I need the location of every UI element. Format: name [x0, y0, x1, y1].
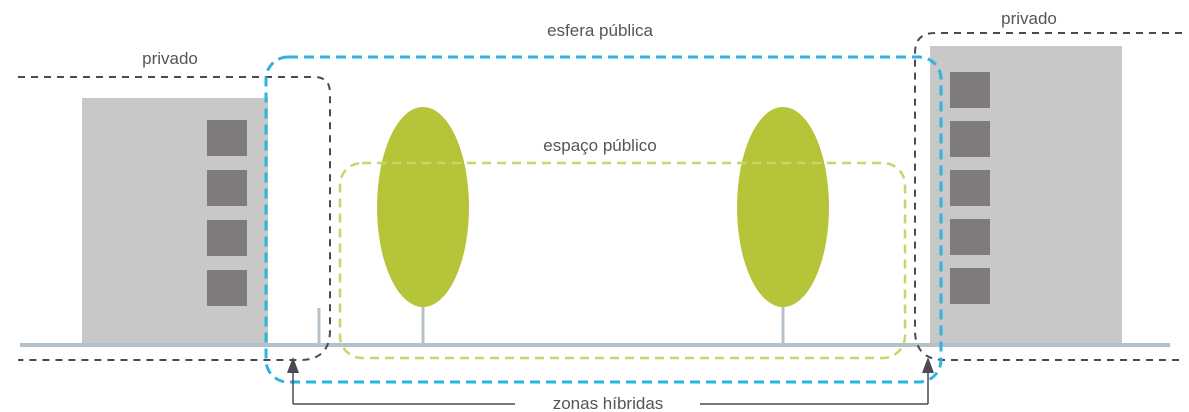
left-building-window — [207, 120, 247, 156]
public-sphere-outline — [264, 55, 943, 384]
left-building-window — [207, 170, 247, 206]
tree-right — [737, 107, 829, 345]
left-building-window — [207, 220, 247, 256]
tree-canopy — [377, 107, 469, 307]
private-left-outline — [18, 76, 331, 361]
right-building-window — [950, 170, 990, 206]
private-right-outline — [914, 32, 1182, 361]
left-building — [82, 98, 268, 345]
label-public-sphere: esfera pública — [547, 21, 653, 40]
right-building — [930, 46, 1122, 345]
label-hybrid-zones: zonas híbridas — [553, 394, 664, 412]
hybrid-zones-connector — [287, 357, 934, 405]
right-building-window — [950, 268, 990, 304]
label-private-left: privado — [142, 49, 198, 68]
right-building-window — [950, 121, 990, 157]
public-space-outline — [338, 161, 907, 360]
left-building-window — [207, 270, 247, 306]
right-building-window — [950, 72, 990, 108]
right-building-window — [950, 219, 990, 255]
arrow-up-icon — [287, 357, 299, 373]
label-public-space: espaço público — [543, 136, 656, 155]
arrow-up-icon — [922, 357, 934, 373]
tree-left — [377, 107, 469, 345]
tree-canopy — [737, 107, 829, 307]
label-private-right: privado — [1001, 9, 1057, 28]
